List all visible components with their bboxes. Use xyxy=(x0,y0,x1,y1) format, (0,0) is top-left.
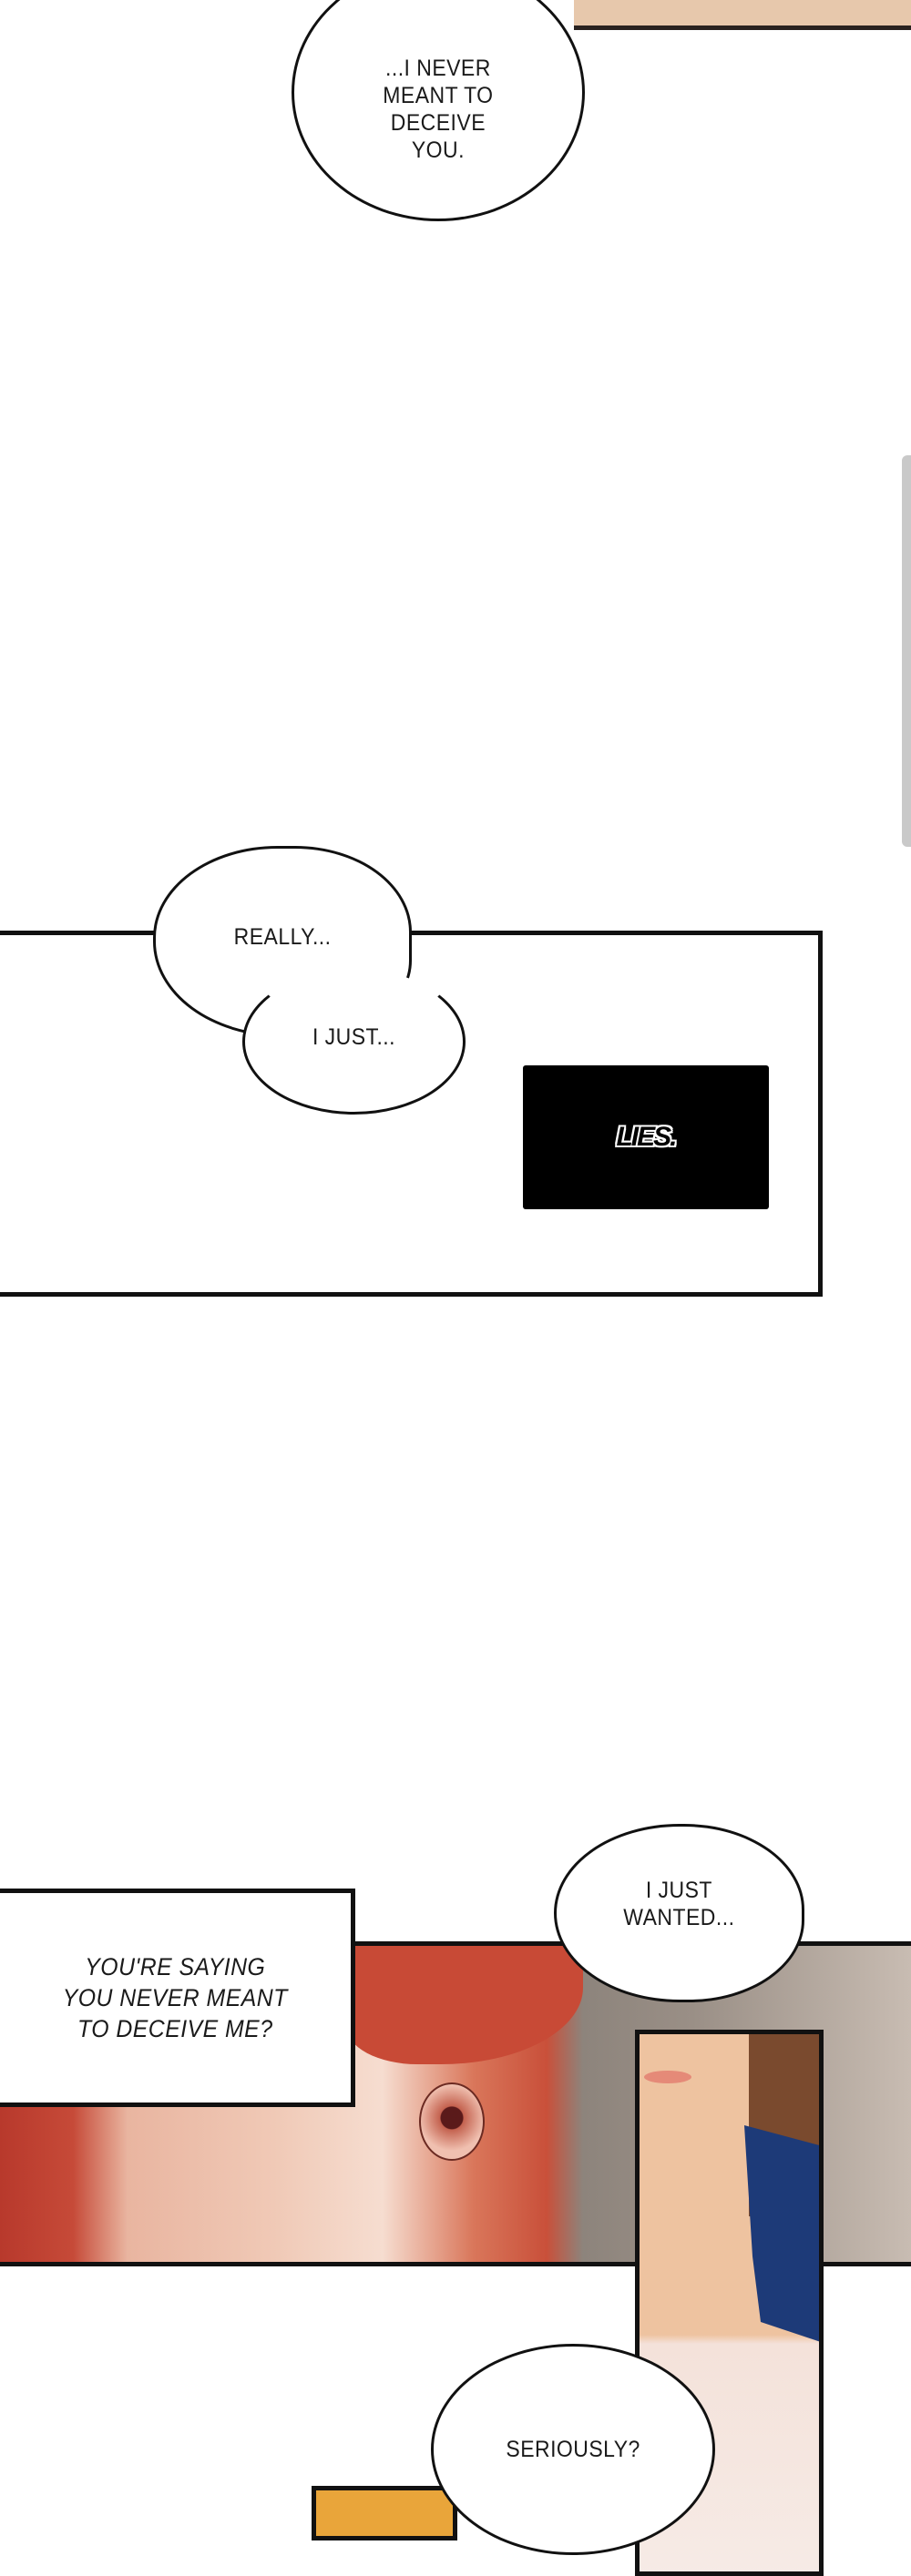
eye-art xyxy=(419,2082,485,2161)
caption-box-lies: LIES. xyxy=(523,1065,769,1209)
speech-bubble-seriously: SERIOUSLY? xyxy=(431,2344,715,2555)
speech-bubble-never-meant: ...I NEVER MEANT TO DECEIVE YOU. xyxy=(292,0,585,221)
bubble-text: ...I NEVER MEANT TO DECEIVE YOU. xyxy=(383,55,494,163)
bottom-panel-art xyxy=(312,2486,457,2540)
previous-panel-art xyxy=(574,0,911,30)
bubble-text: REALLY... xyxy=(233,924,332,950)
scrollbar-thumb[interactable] xyxy=(902,455,911,847)
hair-art xyxy=(346,1946,583,2064)
bubble-text: SERIOUSLY? xyxy=(506,2437,640,2462)
bubble-text: I JUST WANTED... xyxy=(623,1878,735,1930)
lies-text: LIES. xyxy=(616,1122,677,1152)
bubble-text: I JUST... xyxy=(312,1024,396,1050)
speech-bubble-i-just: I JUST... xyxy=(242,969,466,1115)
speech-bubble-just-wanted: I JUST WANTED... xyxy=(554,1824,804,2002)
narration-box: YOU'RE SAYING YOU NEVER MEANT TO DECEIVE… xyxy=(0,1889,355,2107)
narration-text: YOU'RE SAYING YOU NEVER MEANT TO DECEIVE… xyxy=(62,1953,289,2042)
mouth-art xyxy=(644,2071,691,2083)
collar-art xyxy=(744,2125,819,2344)
